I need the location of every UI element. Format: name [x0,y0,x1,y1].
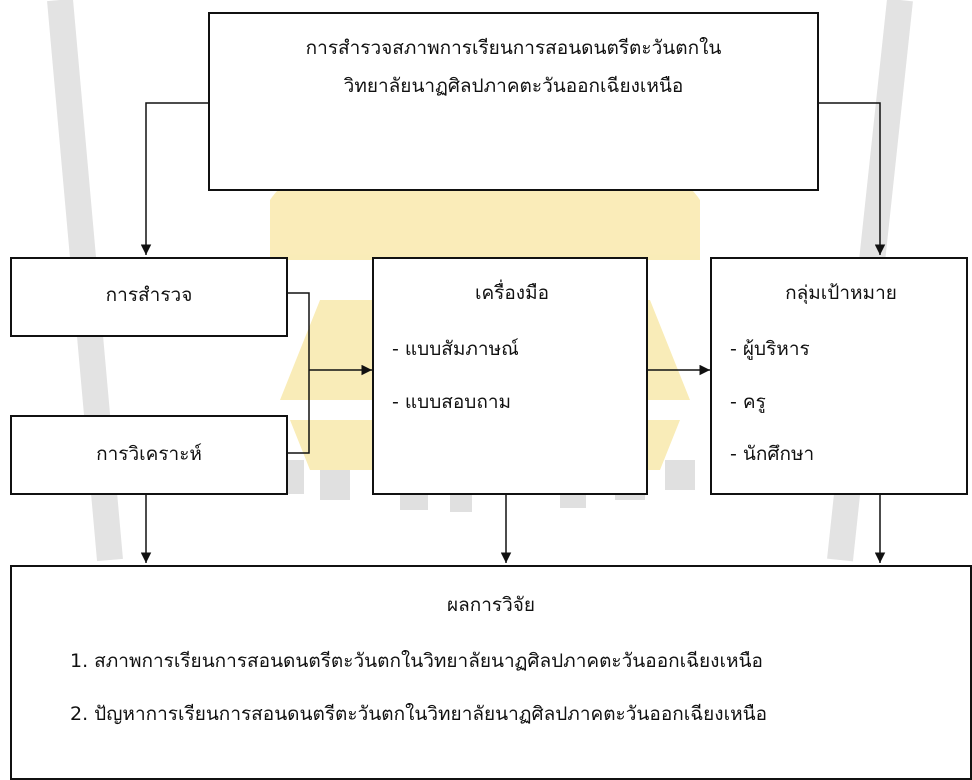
tools-item: - แบบสัมภาษณ์ [392,337,519,360]
tools-box: เครื่องมือ - แบบสัมภาษณ์ - แบบสอบถาม [372,257,648,495]
target-group-box: กลุ่มเป้าหมาย - ผู้บริหาร - ครู - นักศึก… [710,257,968,495]
analysis-label: การวิเคราะห์ [96,443,202,465]
target-title: กลุ่มเป้าหมาย [785,282,897,304]
target-item: - ครู [730,391,766,414]
target-item: - ผู้บริหาร [730,337,810,360]
results-item: 2. ปัญหาการเรียนการสอนดนตรีตะวันตกในวิทย… [70,703,768,726]
survey-label: การสำรวจ [105,284,193,306]
research-results-box: ผลการวิจัย 1. สภาพการเรียนการสอนดนตรีตะว… [10,565,972,780]
research-topic-box: การสำรวจสภาพการเรียนการสอนดนตรีตะวันตกใน… [208,12,819,191]
survey-box: การสำรวจ [10,257,288,337]
topic-line-1: การสำรวจสภาพการเรียนการสอนดนตรีตะวันตกใน [305,37,722,59]
analysis-box: การวิเคราะห์ [10,415,288,495]
topic-line-2: วิทยาลัยนาฏศิลปภาคตะวันออกเฉียงเหนือ [343,74,684,97]
tools-item: - แบบสอบถาม [392,391,512,414]
tools-title: เครื่องมือ [474,282,550,304]
results-item: 1. สภาพการเรียนการสอนดนตรีตะวันตกในวิทยา… [70,649,763,672]
results-title: ผลการวิจัย [446,594,536,616]
target-item: - นักศึกษา [730,442,815,465]
